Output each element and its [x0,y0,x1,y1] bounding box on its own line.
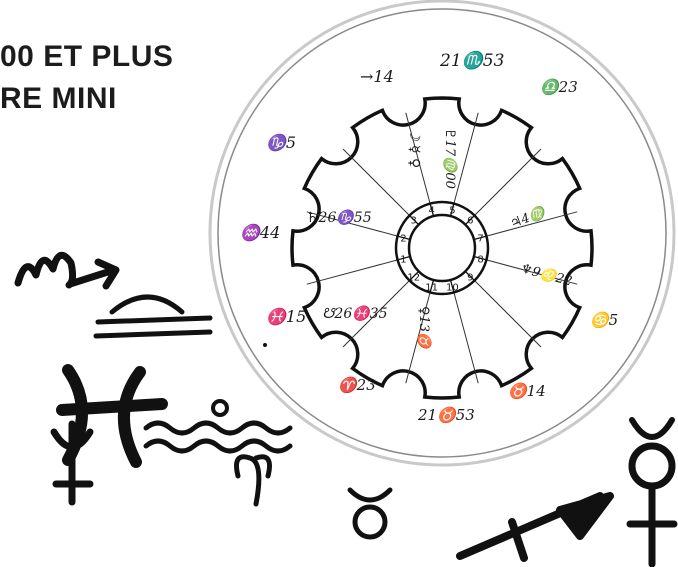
aries-glyph [237,457,270,504]
planet-note: ♄26♑55 [306,209,372,226]
house-number: 1 [400,254,406,265]
outer-sign-label: ♈23 [338,376,376,394]
house-number: 11 [425,283,438,294]
ink-dot [263,343,267,347]
house-number: 10 [446,283,459,294]
scorpio-glyph [18,255,116,286]
outer-sign-label: →14 [360,67,394,86]
house-number: 4 [428,205,434,216]
outer-sign-label: ♑5 [266,133,296,152]
outer-sign-label: ♓15 [266,307,306,326]
libra-glyph [96,297,210,336]
house-number: 8 [477,254,483,265]
planet-note: ♇17♍00 [442,128,458,189]
house-number: 9 [467,272,473,283]
house-number: 7 [477,234,483,245]
outer-sign-label: ♉14 [508,382,546,400]
house-cusp-line [475,149,542,216]
outer-sign-label: ♎23 [540,78,578,96]
planet-note: ♀13♉ [416,306,432,351]
house-number: 2 [400,234,406,245]
house-number: 6 [467,216,473,227]
sagittarius-glyph [460,496,610,558]
outer-sign-label: ♒44 [240,223,280,242]
house-cusp-line [307,260,398,284]
taurus-glyph [350,490,390,537]
outer-sign-label: ♋5 [590,311,618,329]
planet-note: ♃4♍ [508,203,550,231]
outer-sign-label: 21♉53 [417,406,475,424]
outer-sign-label: 21♏53 [439,50,504,71]
neptune-glyph [54,424,90,502]
house-cusp-line [343,149,410,216]
planet-note: ☋26♓35 [322,305,388,322]
house-number: 12 [407,272,420,283]
planet-note: ♆9♌22 [519,260,574,289]
house-number-band-inner [409,215,475,281]
house-number: 5 [449,205,455,216]
mercury-glyph [630,420,674,564]
aquarius-glyph [146,401,290,451]
house-number: 3 [411,216,417,227]
house-cusp-line [454,292,478,383]
planet-note: ☽ ☿ ♀ [406,128,422,168]
house-cusp-line [475,281,542,348]
